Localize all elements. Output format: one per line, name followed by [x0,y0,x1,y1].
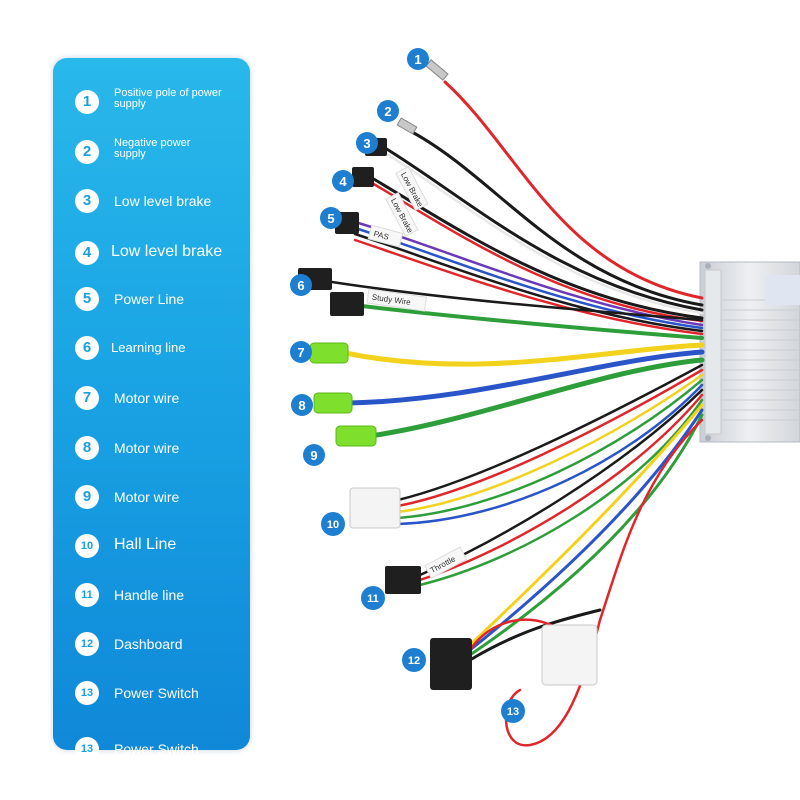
svg-text:1: 1 [414,52,421,67]
badge: 3 [356,132,378,154]
badge: 2 [377,100,399,122]
svg-text:2: 2 [384,104,391,119]
badge: 5 [320,207,342,229]
legend-item: 9 Motor wire [53,478,250,518]
legend-item: 4 Low level brake [53,234,250,274]
legend-number: 5 [75,287,99,311]
legend-item: 6 Learning line [53,329,250,369]
legend-number: 13 [75,681,99,705]
svg-text:12: 12 [408,655,420,667]
legend-panel: 1 Positive pole of power supply 2 Negati… [53,58,250,761]
legend-label: Handle line [114,587,185,603]
legend-item: 5 Power Line [53,280,250,320]
svg-text:9: 9 [310,448,317,463]
svg-text:5: 5 [327,211,334,226]
badge: 13 [501,699,525,723]
badge: 10 [321,512,345,536]
legend-number: 12 [75,632,99,656]
svg-text:6: 6 [297,278,304,293]
wire-bundle [330,80,705,747]
badge: 7 [290,341,312,363]
connectors [298,59,598,690]
legend-item: 11 Handle line [53,576,250,616]
svg-text:10: 10 [327,519,339,531]
legend-label: Power Line [114,291,185,307]
legend-number: 1 [75,90,99,114]
legend-number: 10 [75,534,99,558]
legend-item: 3 Low level brake [53,182,250,222]
legend-label: Low level brake [111,243,223,260]
badge: 6 [290,274,312,296]
legend-label: Negative power supply [114,137,191,160]
badge: 11 [361,586,385,610]
legend-number: 3 [75,189,99,213]
controller-box [699,261,800,443]
legend-label: Hall Line [114,536,177,553]
wire-tags: Low Brake Low Brake PAS Study Wire Throt… [366,166,468,579]
legend-item: 2 Negative power supply [53,133,250,173]
legend-label: Learning line [111,340,186,355]
legend-item: 13 Power Switch [53,730,250,770]
badge: 9 [303,444,325,466]
svg-text:3: 3 [363,136,370,151]
legend-number: 7 [75,386,99,410]
legend-item: 10 Hall Line [53,527,250,567]
svg-text:11: 11 [367,593,379,605]
badge: 8 [291,394,313,416]
legend-label: Power Switch [114,685,199,701]
legend-label: Dashboard [114,636,183,652]
badge: 4 [332,170,354,192]
legend-item: 12 Dashboard [53,625,250,665]
legend-number: 9 [75,485,99,509]
legend-item-13: 13 [53,680,250,720]
badge: 1 [407,48,429,70]
legend-number: 2 [75,140,99,164]
legend-number: 6 [75,336,99,360]
legend-number: 4 [75,241,99,265]
legend-item: 13 Power Switch [53,674,250,714]
badge: 12 [402,648,426,672]
legend-label: Power Switch [114,741,199,757]
wire-tag-pas: PAS [373,229,390,242]
legend-item: 7 Motor wire [53,379,250,419]
number-badges: 1 2 3 4 5 6 7 8 9 10 11 12 13 [290,48,525,723]
legend-label: Low level brake [114,193,212,209]
legend-label: Motor wire [114,489,180,505]
legend-label: Positive pole of power supply [114,87,222,110]
legend-label: Motor wire [114,440,180,456]
legend-item: 1 Positive pole of power supply [53,83,250,123]
svg-text:8: 8 [298,398,305,413]
legend-item: 8 Motor wire [53,429,250,469]
legend-number: 11 [75,583,99,607]
legend-label: Motor wire [114,390,180,406]
svg-text:4: 4 [339,174,347,189]
svg-text:7: 7 [297,345,304,360]
legend-number: 8 [75,436,99,460]
svg-text:13: 13 [507,706,519,718]
legend-number: 13 [75,737,99,761]
